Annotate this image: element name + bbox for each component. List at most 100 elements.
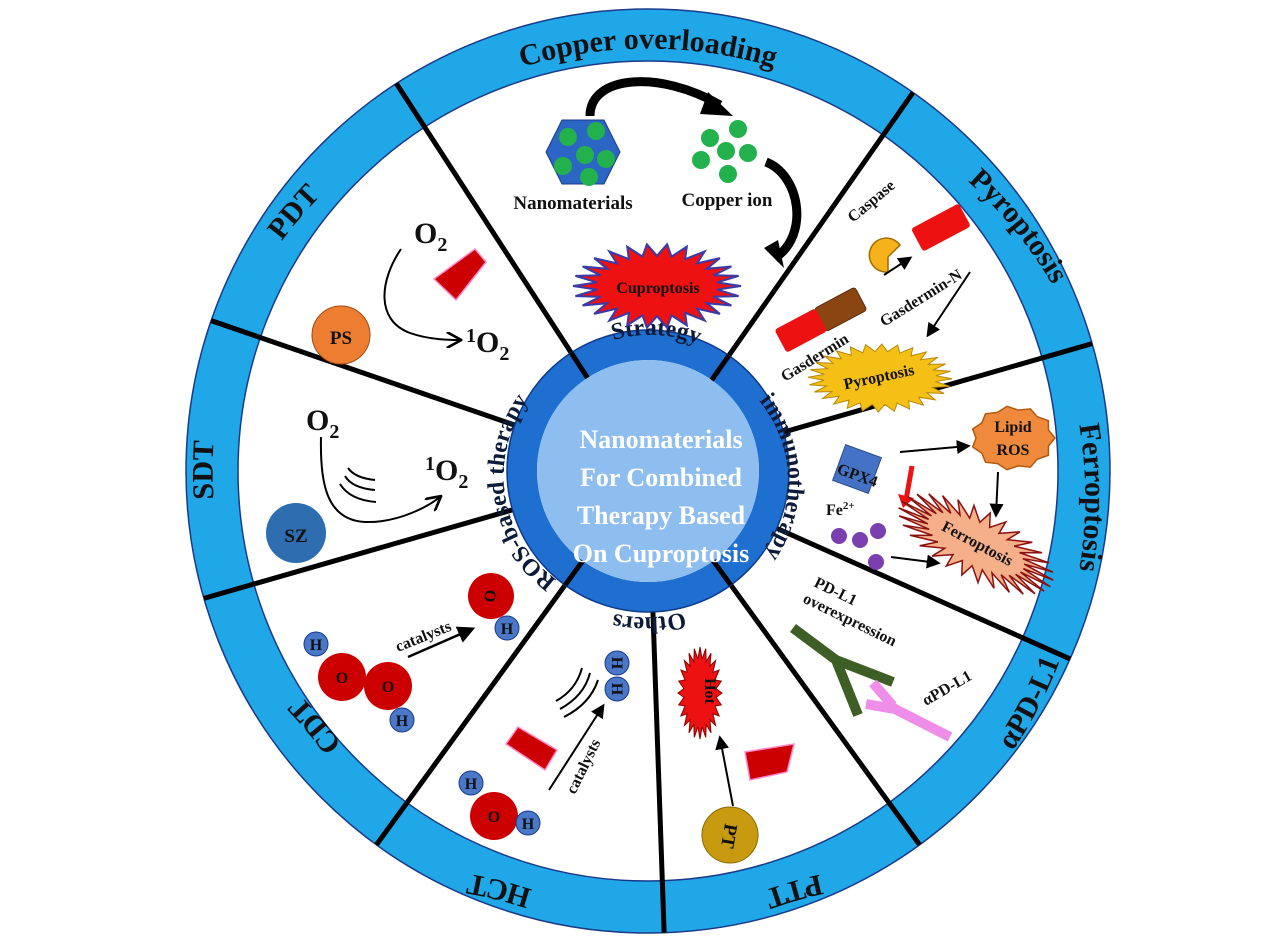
copper-overloading-panel: Nanomaterials Copper ion Cuproptosis: [513, 77, 802, 330]
pdl1-receptor-icon: [790, 623, 895, 717]
hydrogen-atom-icon: [458, 770, 484, 796]
arrow-gpx4-to-lipid-ros: [899, 440, 971, 454]
o-label: O: [488, 809, 500, 826]
cuproptosis-burst-icon: [572, 242, 742, 330]
lipid-ros-icon: [971, 405, 1056, 471]
curved-arrow-to-cuproptosis: [764, 157, 802, 262]
center-title-line-4: On Cuproptosis: [573, 539, 750, 568]
pt-label: PT: [716, 822, 741, 850]
catalysts-arrow: [407, 626, 476, 659]
embedded-copper-particles-icon: [554, 122, 615, 186]
catalyst-trapezoid-icon: [504, 726, 559, 772]
h-label: H: [465, 776, 478, 793]
oxygen-atom-icon: [468, 573, 514, 619]
gasdermin-c-block-icon: [775, 309, 827, 352]
arrowhead-icon: [764, 240, 784, 268]
arrow-caspase-cleavage: [883, 256, 913, 276]
center-disc: [537, 360, 759, 582]
nanomaterials-label: Nanomaterials: [513, 193, 632, 214]
segment-divider: [782, 341, 1093, 435]
h-label: H: [310, 637, 323, 654]
ring-label-sdt: SDT: [187, 440, 221, 501]
fe-label: Fe2+: [826, 500, 855, 519]
inner-ring-divider: [563, 559, 585, 587]
segment-divider: [726, 91, 916, 357]
gasdermin-n-cleaved-icon: [911, 204, 970, 251]
inner-label-others: Others: [610, 606, 688, 637]
hct-panel: H H catalysts H O H: [458, 650, 630, 840]
arrow-fe-to-ferroptosis: [890, 554, 941, 569]
hydrogen-atom-icon: [389, 707, 415, 733]
hydrogen-atom-icon: [303, 631, 329, 657]
outer-ring: [186, 9, 1110, 933]
segment-divider: [394, 82, 574, 355]
center-title-line-1: Nanomaterials: [579, 425, 742, 454]
hot-burst-icon: [677, 646, 723, 740]
segment-divider: [728, 583, 922, 847]
curved-arrow-to-copper-ion: [585, 77, 723, 117]
sz-sonosensitizer-icon: [266, 503, 326, 563]
center-title-line-3: Therapy Based: [577, 501, 746, 530]
sz-label: SZ: [284, 526, 307, 547]
h-label: H: [608, 683, 625, 696]
o2-label: O2: [306, 404, 339, 443]
segment-divider: [775, 526, 1072, 662]
caspase-pacman-icon: [868, 237, 901, 273]
ultrasound-waves-icon: [339, 467, 377, 503]
pt-agent-icon: [701, 806, 759, 864]
hydrogen-atom-icon: [515, 810, 541, 836]
ferroptosis-panel: GPX4 Lipid ROS Fe2+ Ferroptosis: [826, 405, 1056, 595]
inner-ring-divider: [711, 559, 733, 587]
segment-divider: [203, 507, 514, 601]
reaction-arrow: [383, 248, 460, 340]
hydrogen-atom-icon: [604, 650, 630, 676]
photosensitizer-trapezoid-icon: [432, 247, 487, 302]
inner-ring-dividers: [563, 351, 733, 587]
oxygen-atom-icon: [364, 662, 412, 710]
segment-divider: [374, 583, 568, 847]
o-label: O: [382, 679, 394, 696]
ring-label-ferroptosis: Ferroptosis: [1072, 421, 1111, 574]
ps-label: PS: [330, 328, 352, 349]
hydrogen-atom-icon: [604, 676, 630, 702]
o-label: O: [336, 670, 348, 687]
hot-label: Hot: [701, 678, 718, 704]
ros-label: ROS: [997, 442, 1030, 459]
h-label: H: [501, 621, 514, 638]
ps-photosensitizer-icon: [311, 305, 371, 365]
h-label: H: [522, 816, 535, 833]
outer-ring-edge-outer: [185, 8, 1111, 934]
inhibition-arrow-red: [903, 465, 915, 501]
arrow-lipid-ros-to-ferroptosis: [989, 471, 1004, 518]
center-title-line-2: For Combined: [580, 463, 743, 492]
copper-ion-label: Copper ion: [682, 190, 773, 211]
inner-ring-edge: [506, 329, 790, 613]
arrow-to-pyroptosis: [926, 271, 971, 338]
segment-dividers: [203, 82, 1093, 933]
arrowhead-icon: [700, 92, 733, 116]
pyroptosis-burst-icon: [807, 343, 953, 413]
photothermal-agent-trapezoid-icon: [744, 743, 796, 781]
inner-ring-divider: [709, 354, 731, 382]
pdt-panel: O2 1O2 PS: [311, 217, 509, 365]
fe-ions-icon: [831, 523, 886, 570]
singlet-oxygen-label: 1O2: [466, 325, 509, 365]
segment-divider: [210, 318, 516, 428]
ptt-panel: Hot PT: [677, 646, 796, 864]
oxygen-atom-icon: [470, 792, 518, 840]
arrow-pt-to-hot: [715, 735, 734, 807]
cdt-panel: H O O H catalysts O H: [303, 573, 520, 733]
oxygen-atom-icon: [318, 653, 366, 701]
singlet-oxygen-label: 1O2: [425, 453, 468, 493]
catalysts-arrow: [548, 703, 605, 791]
ultrasound-waves-icon: [555, 667, 599, 718]
inner-ring: [507, 330, 789, 612]
o-label: O: [480, 588, 499, 603]
inner-ring-divider: [569, 351, 590, 380]
apdl1-antibody-icon: [865, 679, 953, 742]
lipid-label: Lipid: [994, 419, 1031, 436]
gpx4-diamond-icon: [832, 444, 882, 494]
segment-divider: [650, 611, 667, 933]
h-label: H: [608, 657, 625, 670]
